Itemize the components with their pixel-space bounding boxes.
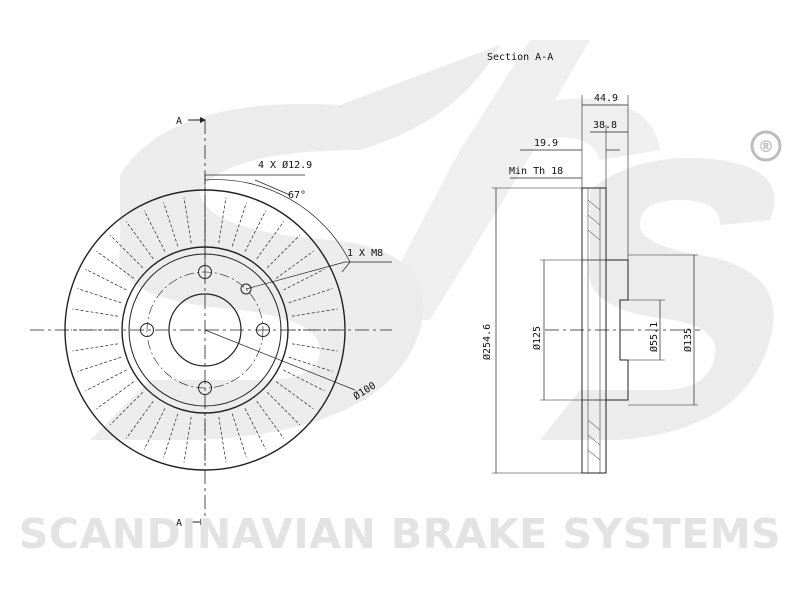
vane-line [231,202,247,247]
vane-line [125,400,154,439]
dim-hat-diameter: Ø135 [682,328,694,352]
vane-line [244,408,267,450]
svg-text:®: ® [758,137,774,156]
angle-label: 67° [288,190,306,201]
vane-line [183,197,192,244]
vane-line [288,356,333,372]
vane-line [85,268,127,291]
vane-line [96,381,135,410]
front-view [30,117,392,525]
vane-line [275,250,314,279]
vane-line [72,308,119,317]
vane-line [85,369,127,392]
dim-thickness: 19.9 [534,138,558,149]
sbs-logo-watermark [90,40,775,440]
vane-line [125,221,154,260]
thread-hole [240,283,252,295]
vane-line [218,416,227,463]
center-bore [168,293,242,367]
dim-outer-diameter: Ø254.6 [481,324,493,360]
vane-line [163,202,179,247]
vane-line [77,288,122,304]
vane-line [266,391,301,426]
vane-line [143,210,166,252]
dim-total-width: 44.9 [594,93,618,104]
vane-line [109,234,144,269]
vane-line [143,408,166,450]
vane-line [256,400,285,439]
disc-section-body [581,187,607,474]
dim-center-bore: Ø55.1 [648,322,660,352]
section-title: Section A-A [487,52,553,63]
vane-line [109,391,144,426]
section-mark-bottom: A [176,518,182,529]
vane-line [77,356,122,372]
vane-line [231,413,247,458]
brand-text: SCANDINAVIAN BRAKE SYSTEMS [18,510,782,558]
dim-hat-outer: Ø125 [531,326,543,350]
vane-line [218,197,227,244]
vane-line [283,268,325,291]
section-mark-top: A [176,116,182,127]
vane-line [163,413,179,458]
min-thickness: Min Th 18 [509,166,563,177]
vane-line [256,221,285,260]
thread-label: 1 X M8 [347,248,383,259]
vane-line [291,308,338,317]
cooling-vanes [71,196,339,464]
vane-line [183,416,192,463]
vane-line [283,369,325,392]
vane-hatching [587,199,601,461]
vane-line [288,288,333,304]
vane-line [275,381,314,410]
vane-line [96,250,135,279]
vane-line [266,234,301,269]
vane-line [291,343,338,352]
registered-mark: ® [750,130,782,162]
section-view [492,95,700,474]
bolt-holes-label: 4 X Ø12.9 [258,159,312,171]
vane-line [72,343,119,352]
dim-hat-depth: 38.8 [593,120,617,131]
vane-line [244,210,267,252]
